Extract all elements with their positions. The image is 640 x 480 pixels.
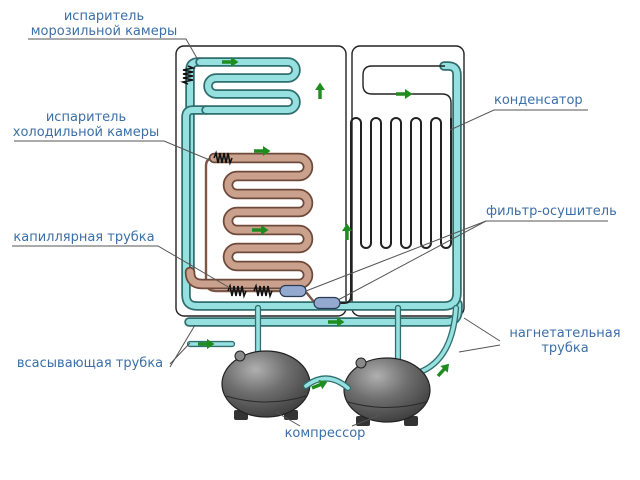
filter-link-line [305,291,315,303]
suction-tube-label-text: всасывающая трубка [16,356,164,371]
compressor-body [343,357,431,423]
filter-drier-capsule [313,296,341,310]
freezer-evaporator-label-line1: испаритель [63,9,145,24]
flow-arrow [396,89,413,99]
suction-tube-label: всасывающая трубка [8,356,172,371]
compressor-right [343,357,431,426]
freezer-evaporator-coil [200,62,296,110]
filter-drier-capsule [279,284,307,298]
filter-drier-label-text: фильтр-осушитель [486,204,617,219]
riser-tube [190,62,200,272]
condenser-serpentine [339,117,452,304]
fridge-evaporator-label: испаритель холодильной камеры [4,110,168,140]
compressor-seam [347,401,427,408]
flow-arrow [198,339,215,349]
discharge-tube-label: нагнетательная трубка [498,326,632,356]
compressor-fitting [355,357,367,369]
filter-drier-label: фильтр-осушитель [486,204,636,219]
fridge-evaporator-coil [190,158,308,284]
flow-arrow [315,82,325,99]
compressor-fitting [234,350,246,362]
capillary-tube-label: капиллярная трубка [4,230,164,245]
compressor-seam [225,395,307,403]
label-leader-lines [12,38,608,427]
freezer-evaporator-label: испаритель морозильной камеры [18,9,190,39]
condenser-label-text: конденсатор [494,93,583,108]
capillary-tube-label-text: капиллярная трубка [13,230,155,245]
cabinet-right-outline [351,45,465,317]
discharge-tube-label-line1: нагнетательная [509,326,621,341]
discharge-tube-label-line2: трубка [541,341,589,356]
compressor-body [221,350,311,418]
freezer-evaporator-label-line2: морозильной камеры [30,24,178,39]
fridge-evaporator-label-line2: холодильной камеры [12,125,160,140]
compressor-left [221,350,311,420]
filter-driers [279,284,341,310]
compressor-label-text: компрессор [284,426,366,441]
condenser-coil [339,65,452,304]
condenser-label: конденсатор [494,93,634,108]
fridge-evaporator-label-line1: испаритель [45,110,127,125]
compressor-label: компрессор [266,426,384,441]
